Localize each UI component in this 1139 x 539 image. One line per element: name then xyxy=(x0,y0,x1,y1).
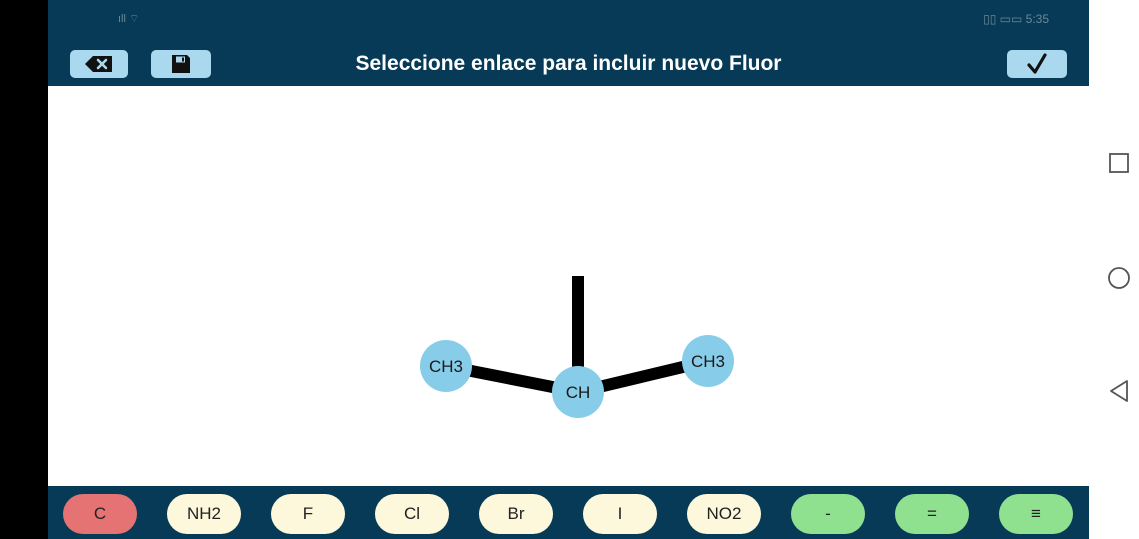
molecule-canvas[interactable]: CH3 CH CH3 xyxy=(48,86,1089,486)
home-button[interactable] xyxy=(1106,265,1132,291)
checkmark-icon xyxy=(1027,53,1047,74)
save-button[interactable] xyxy=(151,50,211,78)
no2-button[interactable]: NO2 xyxy=(687,494,761,534)
atom-label: CH3 xyxy=(691,352,725,371)
triple-bond-button[interactable]: ≡ xyxy=(999,494,1073,534)
atom-center[interactable]: CH xyxy=(552,366,604,418)
bromine-button[interactable]: Br xyxy=(479,494,553,534)
atom-right[interactable]: CH3 xyxy=(682,335,734,387)
single-bond-button[interactable]: - xyxy=(791,494,865,534)
iodine-button[interactable]: I xyxy=(583,494,657,534)
atom-label: CH3 xyxy=(429,357,463,376)
element-toolbar: C NH2 F Cl Br I NO2 - = ≡ xyxy=(48,486,1089,539)
save-icon xyxy=(172,55,190,73)
triangle-back-icon xyxy=(1110,380,1128,402)
confirm-button[interactable] xyxy=(1007,50,1067,78)
nh2-button[interactable]: NH2 xyxy=(167,494,241,534)
recents-button[interactable] xyxy=(1106,150,1132,176)
page-title: Seleccione enlace para incluir nuevo Flu… xyxy=(355,52,782,75)
fluor-button[interactable]: F xyxy=(271,494,345,534)
app-header: ıll ⌔ ▯▯ ▭▭ 5:35 Seleccione enlace para … xyxy=(48,0,1089,86)
backspace-icon xyxy=(85,56,112,72)
backspace-button[interactable] xyxy=(70,50,128,78)
molecule-drawing: CH3 CH CH3 xyxy=(420,276,734,418)
atom-left[interactable]: CH3 xyxy=(420,340,472,392)
back-button[interactable] xyxy=(1106,378,1132,404)
status-info: ▯▯ ▭▭ 5:35 xyxy=(983,12,1049,26)
left-edge-bar xyxy=(0,0,48,539)
status-signal: ıll ⌔ xyxy=(118,13,140,25)
chlorine-button[interactable]: Cl xyxy=(375,494,449,534)
android-nav-bar xyxy=(1089,0,1139,539)
carbon-button[interactable]: C xyxy=(63,494,137,534)
circle-icon xyxy=(1108,267,1130,289)
square-icon xyxy=(1109,153,1129,173)
atom-label: CH xyxy=(566,383,591,402)
double-bond-button[interactable]: = xyxy=(895,494,969,534)
